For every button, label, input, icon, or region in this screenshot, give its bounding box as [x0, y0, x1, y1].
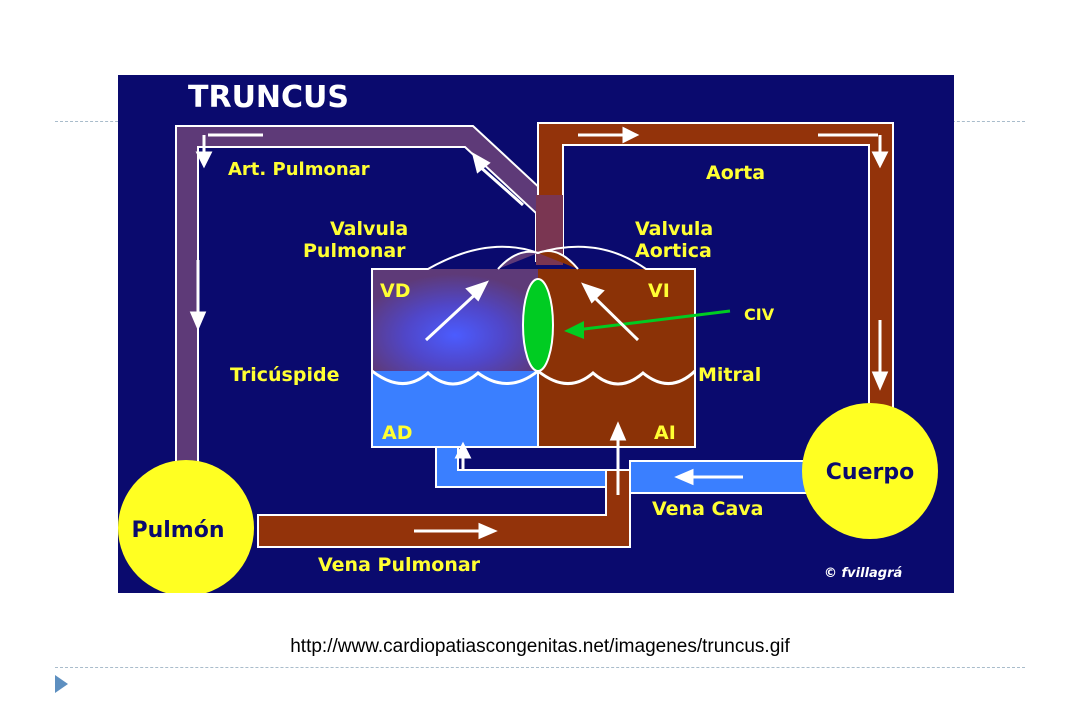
- next-slide-arrow-icon: [55, 675, 68, 693]
- label-pulmon: Pulmón: [131, 518, 224, 543]
- label-vi: VI: [648, 280, 670, 302]
- label-ai: AI: [654, 422, 676, 444]
- pulmon-circle: [118, 460, 254, 593]
- label-vena-cava: Vena Cava: [652, 498, 764, 520]
- label-mitral: Mitral: [698, 364, 761, 386]
- label-cuerpo: Cuerpo: [826, 460, 914, 485]
- mitral-valve: [537, 369, 697, 386]
- label-vd: VD: [380, 280, 410, 302]
- truncus-trunk: [536, 195, 563, 265]
- label-civ: CIV: [744, 305, 775, 324]
- flow-arrows: [189, 126, 889, 540]
- label-art-pulmonar: Art. Pulmonar: [228, 159, 370, 180]
- label-vena-pulmonar: Vena Pulmonar: [318, 554, 481, 576]
- valvula-aortica-arc: [537, 250, 579, 270]
- left-heart: [538, 269, 695, 447]
- civ-pointer: [567, 309, 731, 333]
- label-valvula-pulmonar-1: Valvula: [330, 218, 408, 240]
- label-valvula-aortica-1: Valvula: [635, 218, 713, 240]
- label-credit: © fvillagrá: [824, 566, 903, 581]
- label-tricuspide: Tricúspide: [230, 364, 339, 386]
- right-ventricle: [372, 269, 538, 371]
- tricuspide-valve: [371, 369, 539, 386]
- label-ad: AD: [382, 422, 412, 444]
- truncus-diagram: TRUNCUS Art. Pulmonar Aorta Valvula Pulm…: [118, 75, 954, 593]
- valvula-pulmonar-arc: [497, 250, 539, 270]
- label-aorta: Aorta: [706, 162, 765, 184]
- label-valvula-aortica-2: Aortica: [635, 240, 712, 262]
- civ-defect: [522, 278, 554, 372]
- bottom-divider: [55, 667, 1025, 668]
- diagram-title: TRUNCUS: [188, 80, 349, 115]
- cuerpo-circle: [802, 403, 938, 539]
- label-valvula-pulmonar-2: Pulmonar: [303, 240, 406, 262]
- civ-pointer-head: [564, 321, 584, 339]
- source-caption: http://www.cardiopatiascongenitas.net/im…: [290, 636, 790, 657]
